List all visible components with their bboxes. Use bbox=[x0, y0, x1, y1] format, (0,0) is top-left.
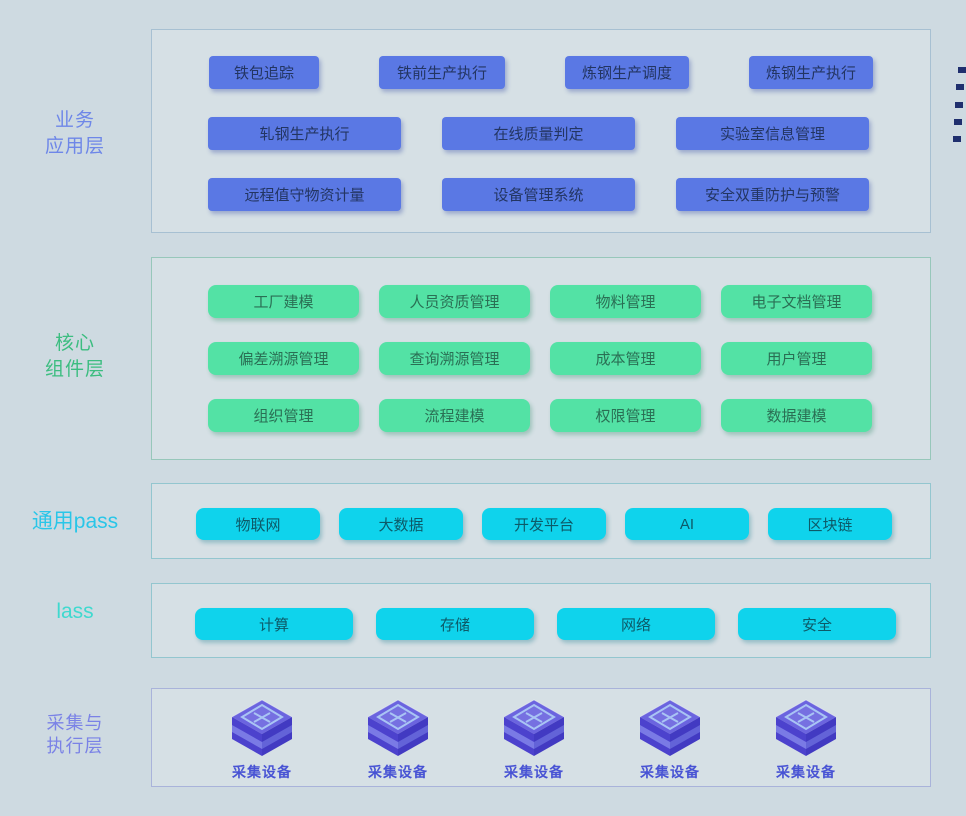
dash-mark bbox=[955, 102, 963, 108]
device-cube-icon bbox=[639, 699, 701, 756]
dash-mark bbox=[953, 136, 961, 142]
collection-device: 采集设备 bbox=[338, 699, 458, 782]
core-row-2: 偏差溯源管理 查询溯源管理 成本管理 用户管理 bbox=[208, 342, 872, 375]
device-label: 采集设备 bbox=[640, 764, 700, 780]
core-component-button[interactable]: 工厂建模 bbox=[208, 285, 359, 318]
device-label: 采集设备 bbox=[368, 764, 428, 780]
collection-device: 采集设备 bbox=[610, 699, 730, 782]
label-line: 业务 bbox=[54, 110, 95, 131]
core-component-button[interactable]: 电子文档管理 bbox=[721, 285, 872, 318]
label-line: 核心 bbox=[54, 333, 95, 354]
core-component-button[interactable]: 人员资质管理 bbox=[379, 285, 530, 318]
panel-collection-layer: 采集设备 采集设备 bbox=[151, 688, 931, 787]
business-app-button[interactable]: 安全双重防护与预警 bbox=[676, 178, 869, 211]
business-row-2: 轧钢生产执行 在线质量判定 实验室信息管理 bbox=[208, 117, 869, 150]
paas-service-button[interactable]: AI bbox=[625, 508, 749, 540]
label-line: 采集与 bbox=[46, 713, 104, 733]
core-component-button[interactable]: 偏差溯源管理 bbox=[208, 342, 359, 375]
label-business-layer: 业务 应用层 bbox=[0, 108, 150, 160]
core-component-button[interactable]: 物料管理 bbox=[550, 285, 701, 318]
label-iaas-layer: lass bbox=[56, 600, 94, 623]
label-line: 组件层 bbox=[44, 359, 105, 380]
paas-service-button[interactable]: 物联网 bbox=[196, 508, 320, 540]
label-line: 执行层 bbox=[46, 736, 104, 756]
iaas-service-button[interactable]: 网络 bbox=[557, 608, 715, 640]
collection-device: 采集设备 bbox=[202, 699, 322, 782]
business-app-button[interactable]: 实验室信息管理 bbox=[676, 117, 869, 150]
business-row-3: 远程值守物资计量 设备管理系统 安全双重防护与预警 bbox=[208, 178, 869, 211]
business-app-button[interactable]: 铁前生产执行 bbox=[379, 56, 505, 89]
label-collection-layer: 采集与 执行层 bbox=[0, 712, 150, 758]
business-app-button[interactable]: 炼钢生产执行 bbox=[749, 56, 873, 89]
iaas-row: 计算 存储 网络 安全 bbox=[195, 608, 896, 640]
panel-core-layer: 工厂建模 人员资质管理 物料管理 电子文档管理 偏差溯源管理 查询溯源管理 成本… bbox=[151, 257, 931, 460]
business-app-button[interactable]: 远程值守物资计量 bbox=[208, 178, 401, 211]
core-component-button[interactable]: 数据建模 bbox=[721, 399, 872, 432]
core-component-button[interactable]: 用户管理 bbox=[721, 342, 872, 375]
iaas-service-button[interactable]: 存储 bbox=[376, 608, 534, 640]
device-cube-icon bbox=[775, 699, 837, 756]
device-cube-icon bbox=[367, 699, 429, 756]
business-app-button[interactable]: 在线质量判定 bbox=[442, 117, 635, 150]
business-row-1: 铁包追踪 铁前生产执行 炼钢生产调度 炼钢生产执行 bbox=[209, 56, 873, 89]
business-app-button[interactable]: 炼钢生产调度 bbox=[565, 56, 689, 89]
business-app-button[interactable]: 设备管理系统 bbox=[442, 178, 635, 211]
label-line: 应用层 bbox=[44, 136, 105, 157]
core-component-button[interactable]: 组织管理 bbox=[208, 399, 359, 432]
iaas-service-button[interactable]: 安全 bbox=[738, 608, 896, 640]
collection-device: 采集设备 bbox=[746, 699, 866, 782]
business-app-button[interactable]: 轧钢生产执行 bbox=[208, 117, 401, 150]
device-cube-icon bbox=[503, 699, 565, 756]
dash-mark bbox=[958, 67, 966, 73]
panel-iaas-layer: 计算 存储 网络 安全 bbox=[151, 583, 931, 658]
core-component-button[interactable]: 查询溯源管理 bbox=[379, 342, 530, 375]
device-cube-icon bbox=[231, 699, 293, 756]
paas-service-button[interactable]: 区块链 bbox=[768, 508, 892, 540]
panel-paas-layer: 物联网 大数据 开发平台 AI 区块链 bbox=[151, 483, 931, 559]
device-row: 采集设备 采集设备 bbox=[202, 699, 866, 782]
paas-service-button[interactable]: 大数据 bbox=[339, 508, 463, 540]
panel-business-layer: 铁包追踪 铁前生产执行 炼钢生产调度 炼钢生产执行 轧钢生产执行 在线质量判定 … bbox=[151, 29, 931, 233]
dash-mark bbox=[956, 84, 964, 90]
core-component-button[interactable]: 成本管理 bbox=[550, 342, 701, 375]
core-row-1: 工厂建模 人员资质管理 物料管理 电子文档管理 bbox=[208, 285, 872, 318]
device-label: 采集设备 bbox=[504, 764, 564, 780]
core-row-3: 组织管理 流程建模 权限管理 数据建模 bbox=[208, 399, 872, 432]
paas-row: 物联网 大数据 开发平台 AI 区块链 bbox=[196, 508, 892, 540]
label-core-layer: 核心 组件层 bbox=[0, 331, 150, 383]
device-label: 采集设备 bbox=[776, 764, 836, 780]
core-component-button[interactable]: 权限管理 bbox=[550, 399, 701, 432]
dash-mark bbox=[954, 119, 962, 125]
label-paas-layer: 通用pass bbox=[31, 510, 119, 533]
core-component-button[interactable]: 流程建模 bbox=[379, 399, 530, 432]
device-label: 采集设备 bbox=[232, 764, 292, 780]
paas-service-button[interactable]: 开发平台 bbox=[482, 508, 606, 540]
iaas-service-button[interactable]: 计算 bbox=[195, 608, 353, 640]
collection-device: 采集设备 bbox=[474, 699, 594, 782]
business-app-button[interactable]: 铁包追踪 bbox=[209, 56, 319, 89]
